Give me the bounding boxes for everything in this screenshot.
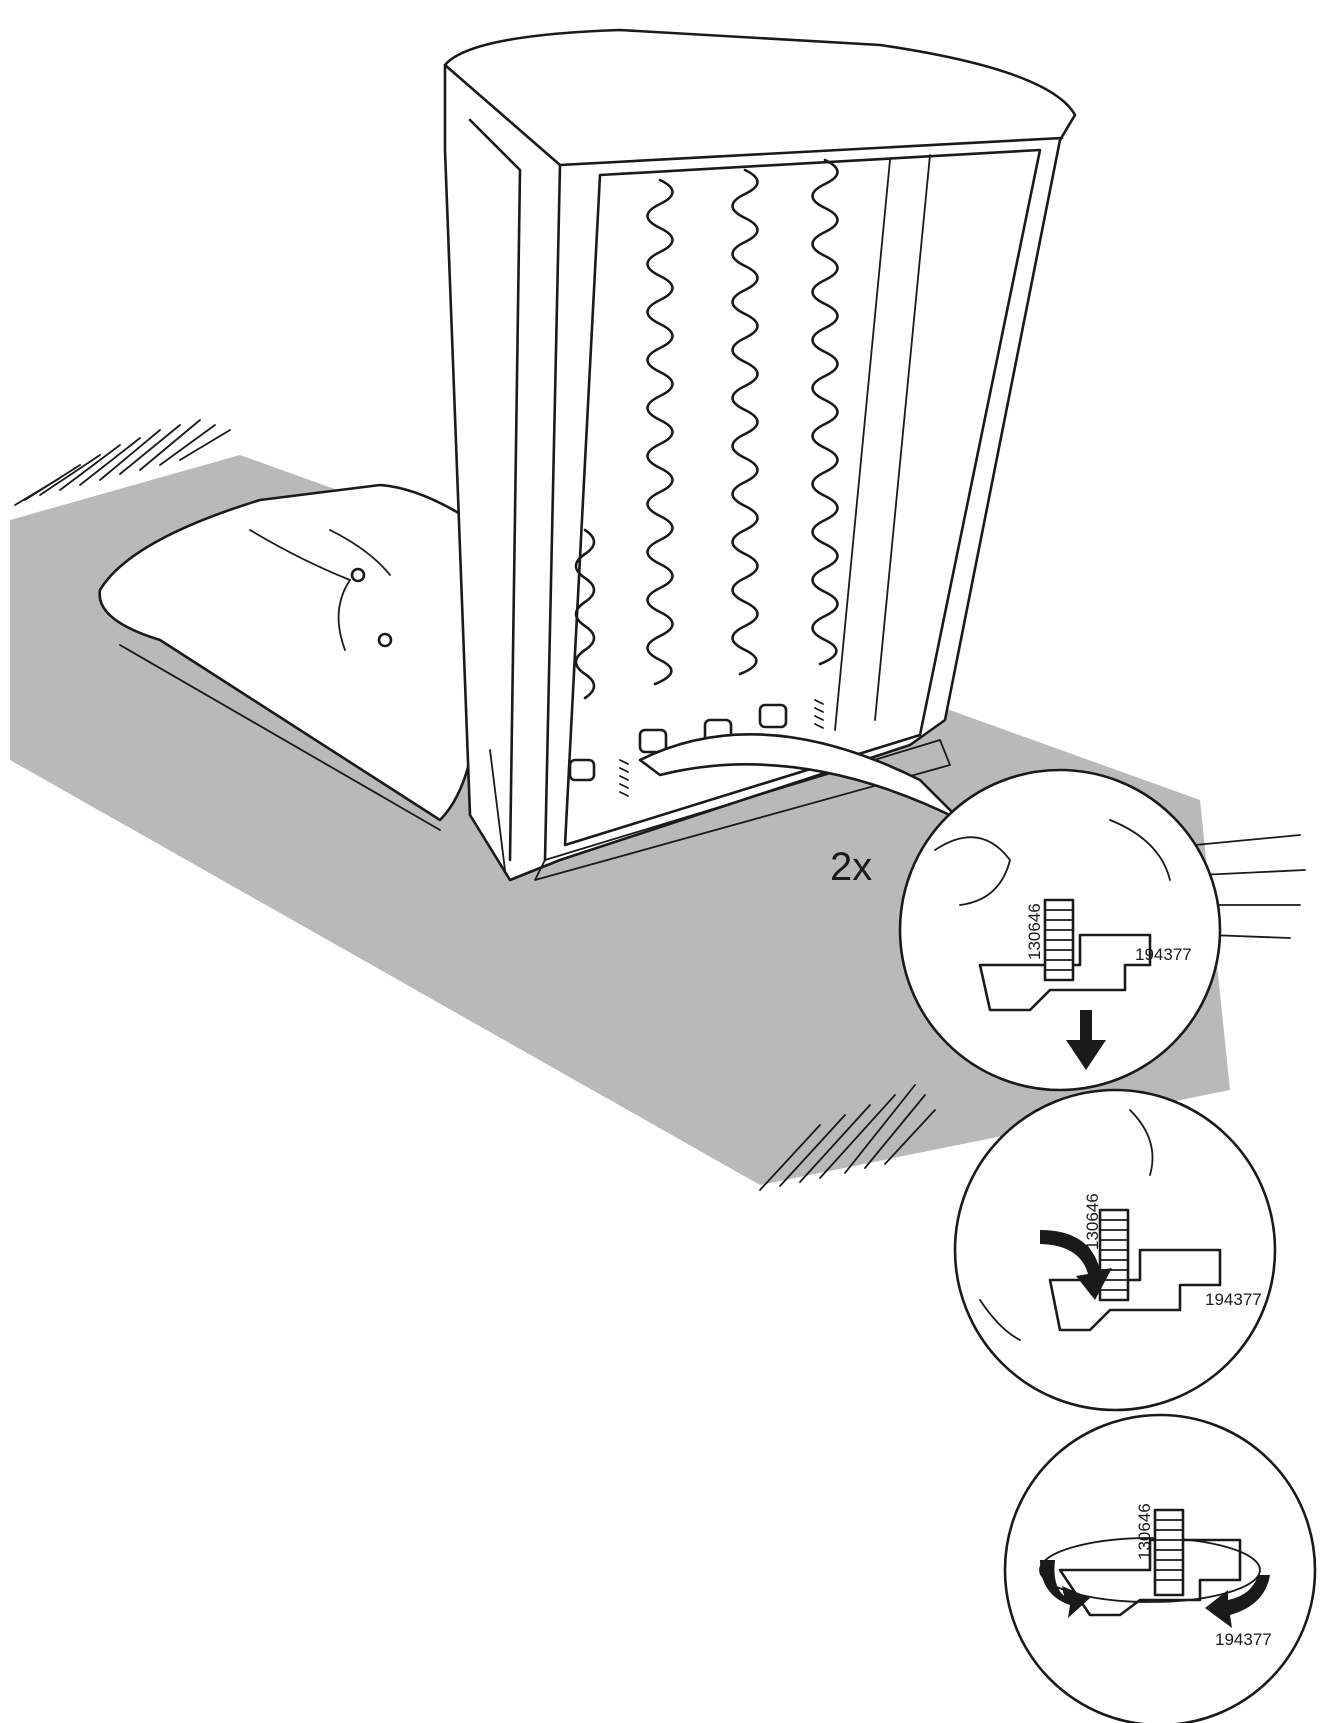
bolt-shaft-2 [1098, 1208, 1130, 1302]
rotate-right-arrow-icon [1205, 1575, 1270, 1628]
button-tuft-2 [377, 632, 393, 648]
fitting-clip-4 [568, 758, 596, 782]
quantity-label: 2x [830, 845, 872, 889]
rotate-left-arrow-icon [1040, 1560, 1090, 1618]
fitting-label-3: 194377 [1215, 1630, 1272, 1649]
fitting-label-1: 194377 [1135, 945, 1192, 964]
bolt-label-1: 130646 [1025, 903, 1044, 960]
bolt-shaft-3 [1153, 1508, 1185, 1597]
bolt-label-3: 130646 [1135, 1503, 1154, 1560]
detail-view-1: 130646 194377 [898, 768, 1222, 1092]
rug-fringe-left [14, 419, 231, 506]
rug-fringe-right [1194, 834, 1306, 939]
fitting-clip-1 [638, 728, 668, 754]
bolt-right [814, 699, 824, 729]
spring-1 [646, 178, 674, 686]
fitting-label-2: 194377 [1205, 1290, 1262, 1309]
spring-2 [731, 168, 759, 676]
bolt-left [619, 759, 629, 797]
fitting-plate-3 [1058, 1538, 1242, 1617]
bolt-label-2: 130646 [1083, 1193, 1102, 1250]
springs [574, 158, 839, 700]
spring-3 [811, 158, 839, 666]
backrest [443, 28, 1077, 882]
button-tuft-1 [350, 567, 366, 583]
rotate-arrow-icon [1040, 1230, 1112, 1300]
detail-view-2: 130646 194377 [953, 1088, 1277, 1412]
down-arrow-icon [1066, 1010, 1106, 1070]
fitting-clip-3 [758, 703, 788, 729]
fitting-plate-1 [978, 933, 1152, 1012]
fitting-plate-2 [1048, 1248, 1222, 1332]
seat-cushion [98, 483, 472, 831]
rug-fringe-bottom [759, 1084, 936, 1191]
detail-view-3: 130646 194377 [1003, 1413, 1317, 1723]
spring-partial [574, 528, 596, 700]
